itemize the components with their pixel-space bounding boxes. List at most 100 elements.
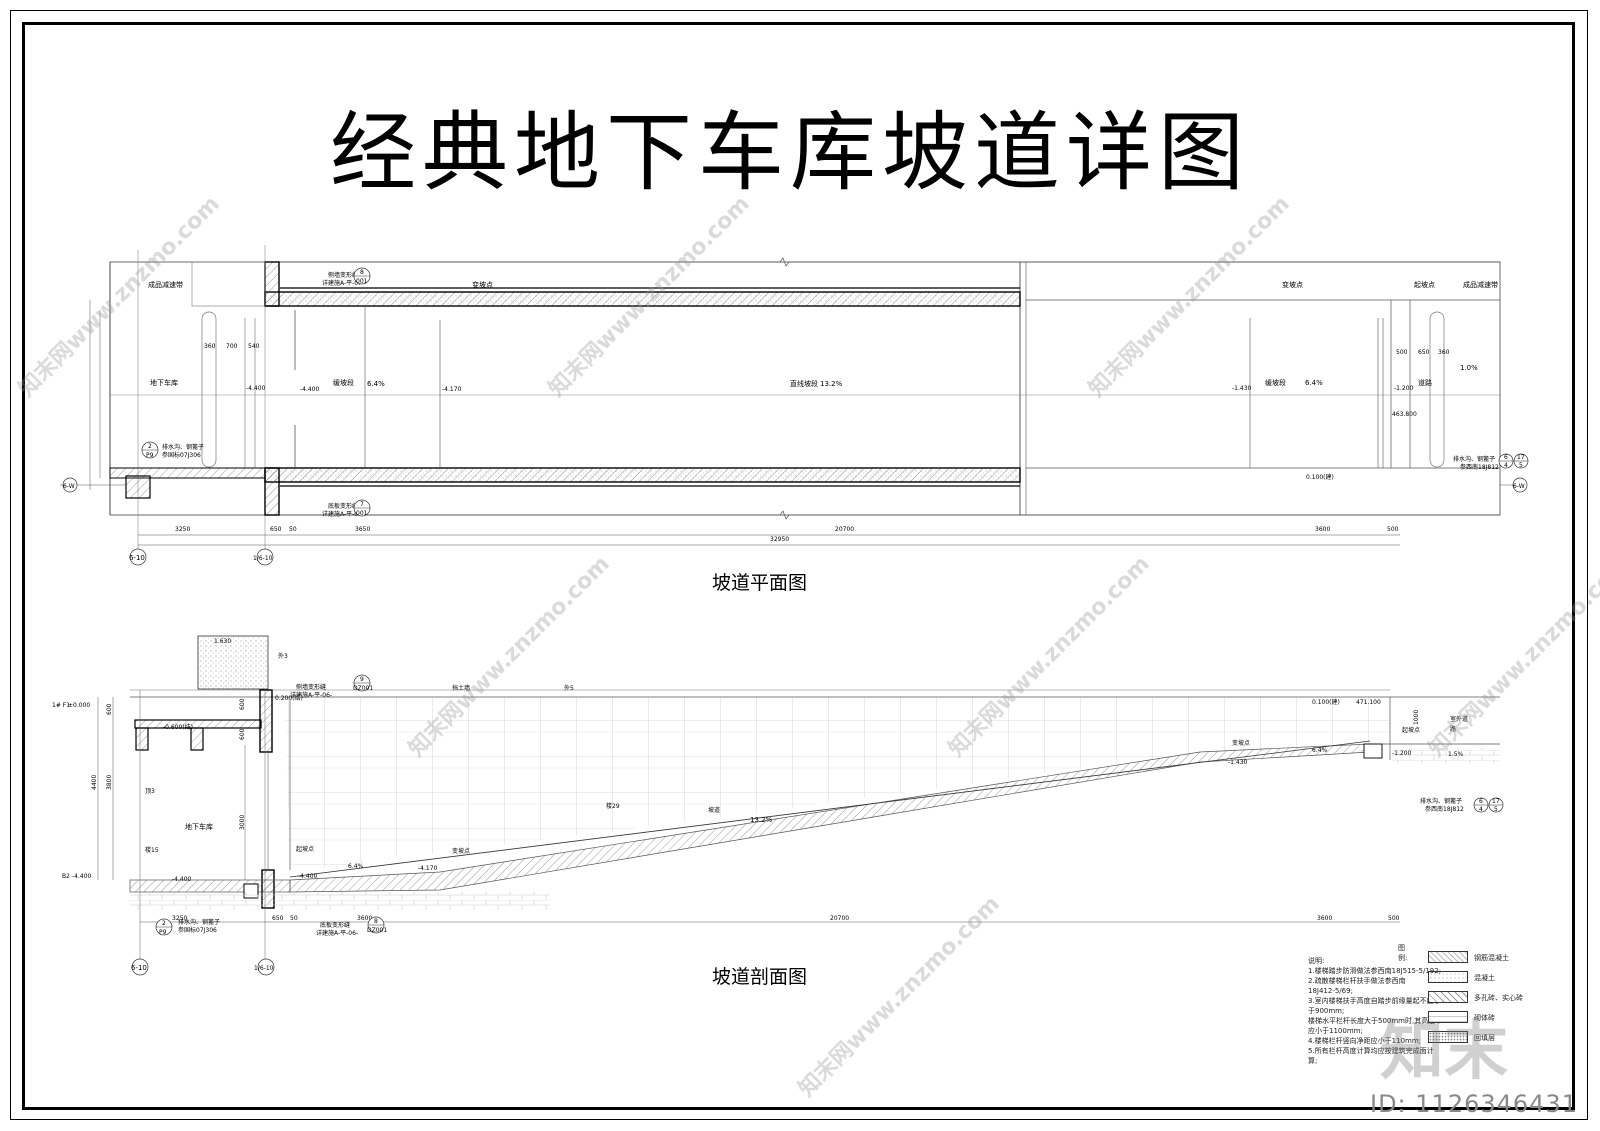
elev-plan-3: -4.170 — [442, 386, 462, 393]
dim-section-3: 50 — [290, 915, 298, 922]
bubble-bottom-top: 7 — [360, 501, 364, 508]
elev-section-1200: -1.200 — [1392, 750, 1412, 757]
bubble-drain-right-a-top: 6 — [1504, 454, 1508, 461]
bubble-section-bottom-top: 8 — [374, 918, 378, 925]
label-section-drain-left-2: 参国标07J306 — [178, 926, 217, 934]
bubble-side-top: 8 — [360, 269, 364, 276]
bubble-drain-left-top: 2 — [148, 443, 152, 450]
note-line: 楼梯水平栏杆长度大于500mm时,其高度不 — [1308, 1017, 1443, 1025]
axis-plan-6-w-left: 6-W — [63, 483, 75, 490]
elev-section-b2: -4.400 — [72, 873, 92, 880]
label-change-point-1: 变坡点 — [472, 280, 493, 289]
elev-plan-4: -1.430 — [1232, 385, 1252, 392]
legend-item-concrete: 混凝土 — [1398, 971, 1568, 985]
elev-section-471: 471.100 — [1356, 699, 1381, 706]
elev-plan-2: -4.400 — [300, 386, 320, 393]
dim-top-6: 360 — [1438, 349, 1450, 356]
legend-item-rc: 钢筋混凝土 — [1398, 951, 1568, 965]
dim-section-v3: 3800 — [106, 775, 113, 790]
label-section-bottom-joint-ref: 详建施A-平-06- — [316, 929, 358, 937]
legend-swatch — [1428, 1031, 1468, 1043]
label-section-bottom-joint: 底板变形缝 — [320, 921, 350, 929]
label-outdoor-road-1: 室外道 — [1450, 715, 1468, 723]
legend-label: 混凝土 — [1474, 974, 1495, 982]
slope-section-4: 1.5% — [1448, 751, 1464, 758]
bubble-section-drain-left-top: 2 — [162, 920, 166, 927]
dim-bottom-5: 20700 — [835, 526, 854, 533]
label-section-drain-right-2: 参西南18J812 — [1425, 805, 1464, 813]
note-line: 5.所有栏杆高度计算均应按建筑完成面计 — [1308, 1047, 1434, 1055]
slope-left: 6.4% — [367, 380, 385, 388]
note-line: 于900mm; — [1308, 1007, 1345, 1015]
dim-section-2: 650 — [272, 915, 284, 922]
label-gentle-slope-left: 缓坡段 — [333, 378, 354, 387]
dim-bottom-1: 3250 — [175, 526, 190, 533]
legend-swatch — [1428, 1011, 1468, 1023]
notes-block: 说明: 1.楼梯踏步防滑做法参西南18J515-5/192; 2.疏散楼梯栏杆扶… — [1308, 956, 1442, 1066]
plan-caption: 坡道平面图 — [712, 572, 808, 594]
elev-section-0100: 0.100(建) — [1312, 698, 1340, 706]
sheet-outer-border — [10, 10, 1588, 1120]
axis-plan-6-10: 6-10 — [129, 554, 145, 562]
dim-bottom-6: 3600 — [1315, 526, 1330, 533]
axis-section-1-6-10: 1/6-10 — [254, 965, 274, 972]
section-caption: 坡道剖面图 — [712, 966, 808, 988]
label-change-point-right: 变坡点 — [1232, 739, 1250, 747]
label-ramp: 坡道 — [708, 806, 720, 814]
elev-section-floor: -4.400 — [172, 876, 192, 883]
label-section-side-joint: 侧墙变形缝 — [296, 683, 326, 691]
dim-section-7: 500 — [1388, 915, 1400, 922]
slope-section-3: 6.4% — [1312, 747, 1328, 754]
label-road: 道路 — [1418, 378, 1432, 387]
dim-section-6: 3600 — [1317, 915, 1332, 922]
dim-bottom-7: 500 — [1387, 526, 1399, 533]
legend-heading: 图例: — [1398, 944, 1408, 962]
label-garage: 地下车库 — [150, 378, 178, 387]
bubble-drain-right-a-bottom: 4 — [1504, 462, 1508, 469]
label-top3: 顶3 — [145, 788, 155, 795]
elev-plan-7: 0.100(建) — [1306, 473, 1334, 481]
label-change-point-left: 变坡点 — [452, 847, 470, 855]
label-drain-left-1: 排水沟、钢篦子 — [162, 443, 204, 451]
level-f1: 1# F1 — [52, 702, 70, 709]
label-start-point-right: 起坡点 — [1402, 726, 1420, 734]
elev-section-4170: -4.170 — [418, 865, 438, 872]
note-line: 1.楼梯踏步防滑做法参西南18J515-5/192; — [1308, 967, 1442, 975]
dim-section-1: 3250 — [172, 915, 187, 922]
legend-item-brick: 多孔砖、实心砖 — [1398, 991, 1568, 1005]
elev-section-start: -4.400 — [298, 873, 318, 880]
elev-section-1430: -1.430 — [1228, 759, 1248, 766]
label-straight-slope: 直线坡段 — [790, 379, 818, 388]
dim-total: 32950 — [770, 536, 789, 543]
legend-item-backfill: 回填层 — [1398, 1031, 1568, 1045]
bubble-section-side-bottom: DZ001 — [353, 685, 373, 692]
legend-label: 回填层 — [1474, 1034, 1495, 1042]
slope-road: 1.0% — [1460, 364, 1478, 372]
dim-top-4: 500 — [1396, 349, 1408, 356]
legend-swatch — [1428, 951, 1468, 963]
axis-plan-6-w-right: 6-W — [1513, 483, 1525, 490]
label-retaining-wall: 挡土墙 — [452, 684, 470, 692]
section-view: 1.630 外3 挡土墙 外5 顶3 楼15 地下车库 起坡点 变坡点 楼29 … — [52, 635, 1504, 976]
watermark-id: ID: 1126346431 — [1370, 1090, 1578, 1118]
drawing-title: 经典地下车库坡道详图 — [330, 103, 1250, 203]
label-outdoor-road-2: 路 — [1450, 725, 1456, 733]
label-bottom-joint-ref: 详建施A-平-07 — [322, 510, 362, 518]
label-side-joint-ref: 详建施A-平-07 — [322, 279, 362, 287]
dim-section-v1: 600 — [106, 703, 113, 715]
bubble-section-drain-left-bottom: P9 — [159, 929, 167, 936]
bubble-bottom-bottom: 001 — [356, 510, 368, 517]
label-side-joint: 侧墙变形缝 — [328, 271, 358, 279]
dim-top-2: 700 — [226, 343, 238, 350]
bubble-section-drain-right-a-top: 6 — [1479, 798, 1483, 805]
dim-section-v2: 4400 — [91, 775, 98, 790]
dim-section-v7: 1000 — [1413, 710, 1420, 725]
elev-section-060: -0.600(结) — [163, 723, 193, 731]
dim-top-3: 540 — [248, 343, 260, 350]
label-start-point: 起坡点 — [1414, 280, 1435, 289]
note-line: 2.疏散楼梯栏杆扶手做法参西南 — [1308, 977, 1406, 985]
label-floor29: 楼29 — [606, 802, 620, 810]
elev-section-zero: ±0.000 — [68, 702, 90, 709]
elev-plan-1: -4.400 — [246, 385, 266, 392]
